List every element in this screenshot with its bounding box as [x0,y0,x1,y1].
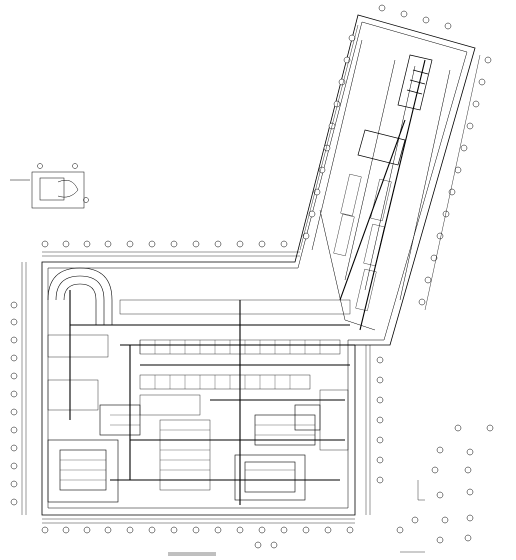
wing-stalls [333,173,392,312]
grid-bubbles-right [376,356,384,484]
wing-stair-core [357,54,433,166]
building-outline [41,14,476,516]
wing-dimension-lines [299,24,481,311]
legend-symbols [396,424,494,544]
grid-bubbles-bottom [41,526,354,549]
parking-stalls [47,299,351,491]
dimension-lines-top [42,251,300,257]
dimension-lines-bottom [42,518,355,524]
main-title-underline [168,552,216,556]
dimension-lines-right [365,345,371,515]
dimension-lines-left [21,262,27,515]
wing-interior [311,39,451,331]
grid-bubbles-top [41,240,288,248]
grid-bubbles-wing-top [378,4,452,30]
grid-bubbles-wing-left [302,34,356,240]
wing-pipe-run [339,59,426,331]
legend-frame [417,480,425,501]
grid-bubbles-wing-right [418,56,492,306]
service-pipe-runs [69,290,355,505]
grid-bubbles-left [10,301,18,506]
equipment-rooms [47,404,321,503]
inset-detail [10,163,89,209]
entrance-ramp [47,267,113,325]
equipment-hatching [60,414,315,481]
stall-dividers [139,340,321,481]
